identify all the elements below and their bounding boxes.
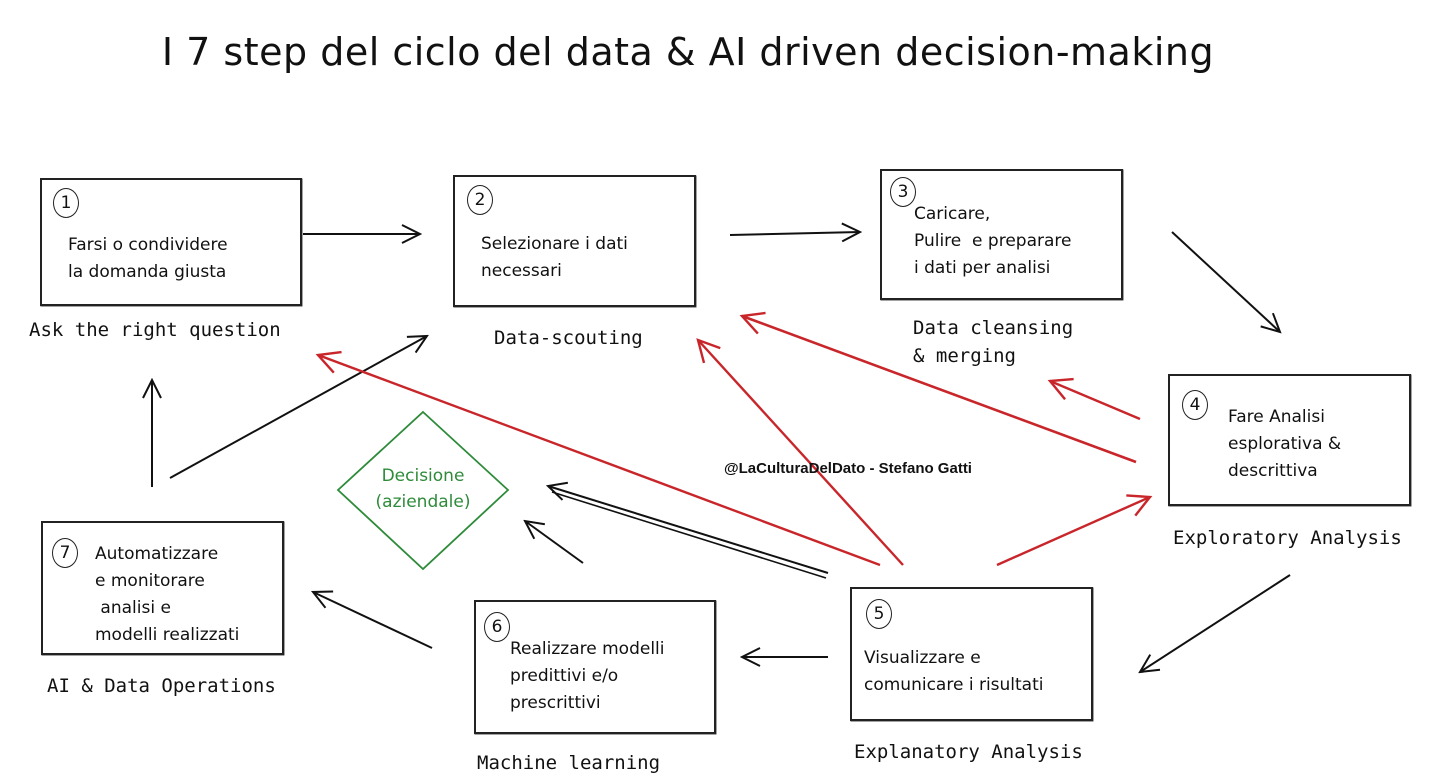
step-4-label: Exploratory Analysis xyxy=(1173,527,1402,549)
step-4-text: Fare Analisi esplorativa & descrittiva xyxy=(1228,407,1342,481)
red-arrow-4-to-3 xyxy=(1047,377,1141,421)
step-6-box: 6 Realizzare modelli predittivi e/o pres… xyxy=(474,600,716,734)
arrow-6-to-7 xyxy=(313,592,433,649)
step-5-number: 5 xyxy=(866,599,892,629)
step-7-text: Automatizzare e monitorare analisi e mod… xyxy=(95,544,240,645)
step-1-box: 1 Farsi o condividere la domanda giusta xyxy=(40,178,302,306)
diagram-title: I 7 step del ciclo del data & AI driven … xyxy=(161,30,1215,74)
red-arrow-5-to-2 xyxy=(696,338,904,566)
arrow-6-to-decision xyxy=(525,521,584,564)
step-2-label: Data-scouting xyxy=(494,327,643,349)
arrow-7-to-2 xyxy=(169,336,427,479)
credit-text: @LaCulturaDelDato - Stefano Gatti xyxy=(724,460,972,477)
step-3-number: 3 xyxy=(890,177,916,207)
step-4-box: 4 Fare Analisi esplorativa & descrittiva xyxy=(1168,374,1411,506)
step-1-number: 1 xyxy=(53,188,79,218)
step-2-text: Selezionare i dati necessari xyxy=(481,234,628,281)
step-1-text: Farsi o condividere la domanda giusta xyxy=(68,235,228,282)
step-3-text: Caricare, Pulire e preparare i dati per … xyxy=(914,204,1072,278)
step-3-label: Data cleansing & merging xyxy=(913,317,1074,367)
step-6-label: Machine learning xyxy=(477,752,661,774)
step-7-box: 7 Automatizzare e monitorare analisi e m… xyxy=(41,521,284,655)
red-arrow-4-to-2 xyxy=(739,311,1137,464)
arrow-3-to-4 xyxy=(1171,231,1280,332)
step-3-box: 3 Caricare, Pulire e preparare i dati pe… xyxy=(880,169,1123,300)
arrow-5-to-decision xyxy=(548,486,829,574)
red-arrow-5-to-4 xyxy=(996,494,1153,567)
step-1-label: Ask the right question xyxy=(29,319,281,341)
decision-text: Decisione (aziendale) xyxy=(375,466,471,512)
arrow-2-to-3 xyxy=(729,232,860,235)
step-5-text: Visualizzare e comunicare i risultati xyxy=(864,648,1044,695)
arrow-4-to-5 xyxy=(1140,574,1291,672)
decision-diamond xyxy=(336,410,510,571)
step-6-text: Realizzare modelli predittivi e/o prescr… xyxy=(510,639,665,713)
step-6-number: 6 xyxy=(484,612,510,642)
step-5-box: 5 Visualizzare e comunicare i risultati xyxy=(850,587,1093,721)
red-arrow-5-to-1 xyxy=(315,350,881,567)
arrow-5-to-decision-shadow xyxy=(551,491,827,579)
step-7-number: 7 xyxy=(52,538,78,568)
step-4-number: 4 xyxy=(1182,390,1208,420)
step-2-box: 2 Selezionare i dati necessari xyxy=(453,175,696,307)
step-2-number: 2 xyxy=(467,185,493,215)
step-7-label: AI & Data Operations xyxy=(47,675,276,697)
step-5-label: Explanatory Analysis xyxy=(854,741,1083,763)
